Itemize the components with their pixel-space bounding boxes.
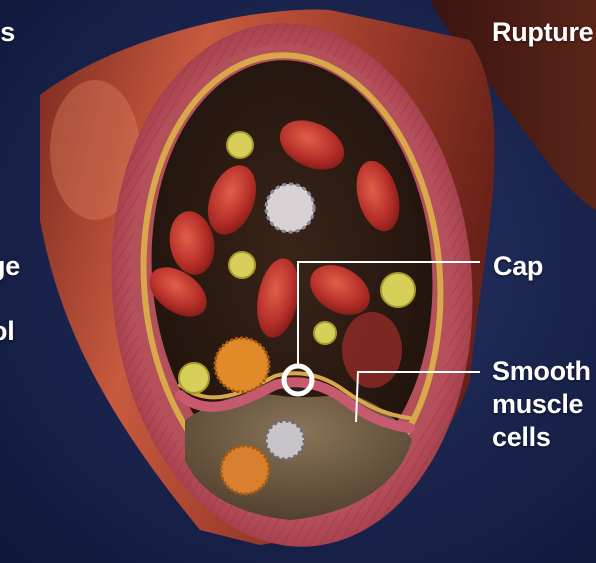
yellow-cell xyxy=(314,322,336,344)
cap-label: Cap xyxy=(493,250,543,283)
left-label-fragment-middle: ge xyxy=(0,250,20,283)
foam-cell xyxy=(215,338,269,392)
red-blood-cell xyxy=(342,312,402,388)
smooth-muscle-cells-label: Smooth muscle cells xyxy=(492,355,591,454)
foam-cell xyxy=(221,446,269,494)
yellow-cell xyxy=(179,363,209,393)
yellow-cell xyxy=(227,132,253,158)
left-label-fragment-top: ls xyxy=(0,16,15,49)
yellow-cell xyxy=(381,273,415,307)
yellow-cell xyxy=(229,252,255,278)
left-label-fragment-low: ol xyxy=(0,315,14,348)
white-blood-cell xyxy=(266,421,304,459)
smooth-muscle-label-line-2: muscle xyxy=(492,388,591,421)
white-blood-cell xyxy=(266,184,314,232)
rupture-label: Rupture xyxy=(492,16,593,49)
smooth-muscle-label-line-3: cells xyxy=(492,421,591,454)
smooth-muscle-label-line-1: Smooth xyxy=(492,355,591,388)
